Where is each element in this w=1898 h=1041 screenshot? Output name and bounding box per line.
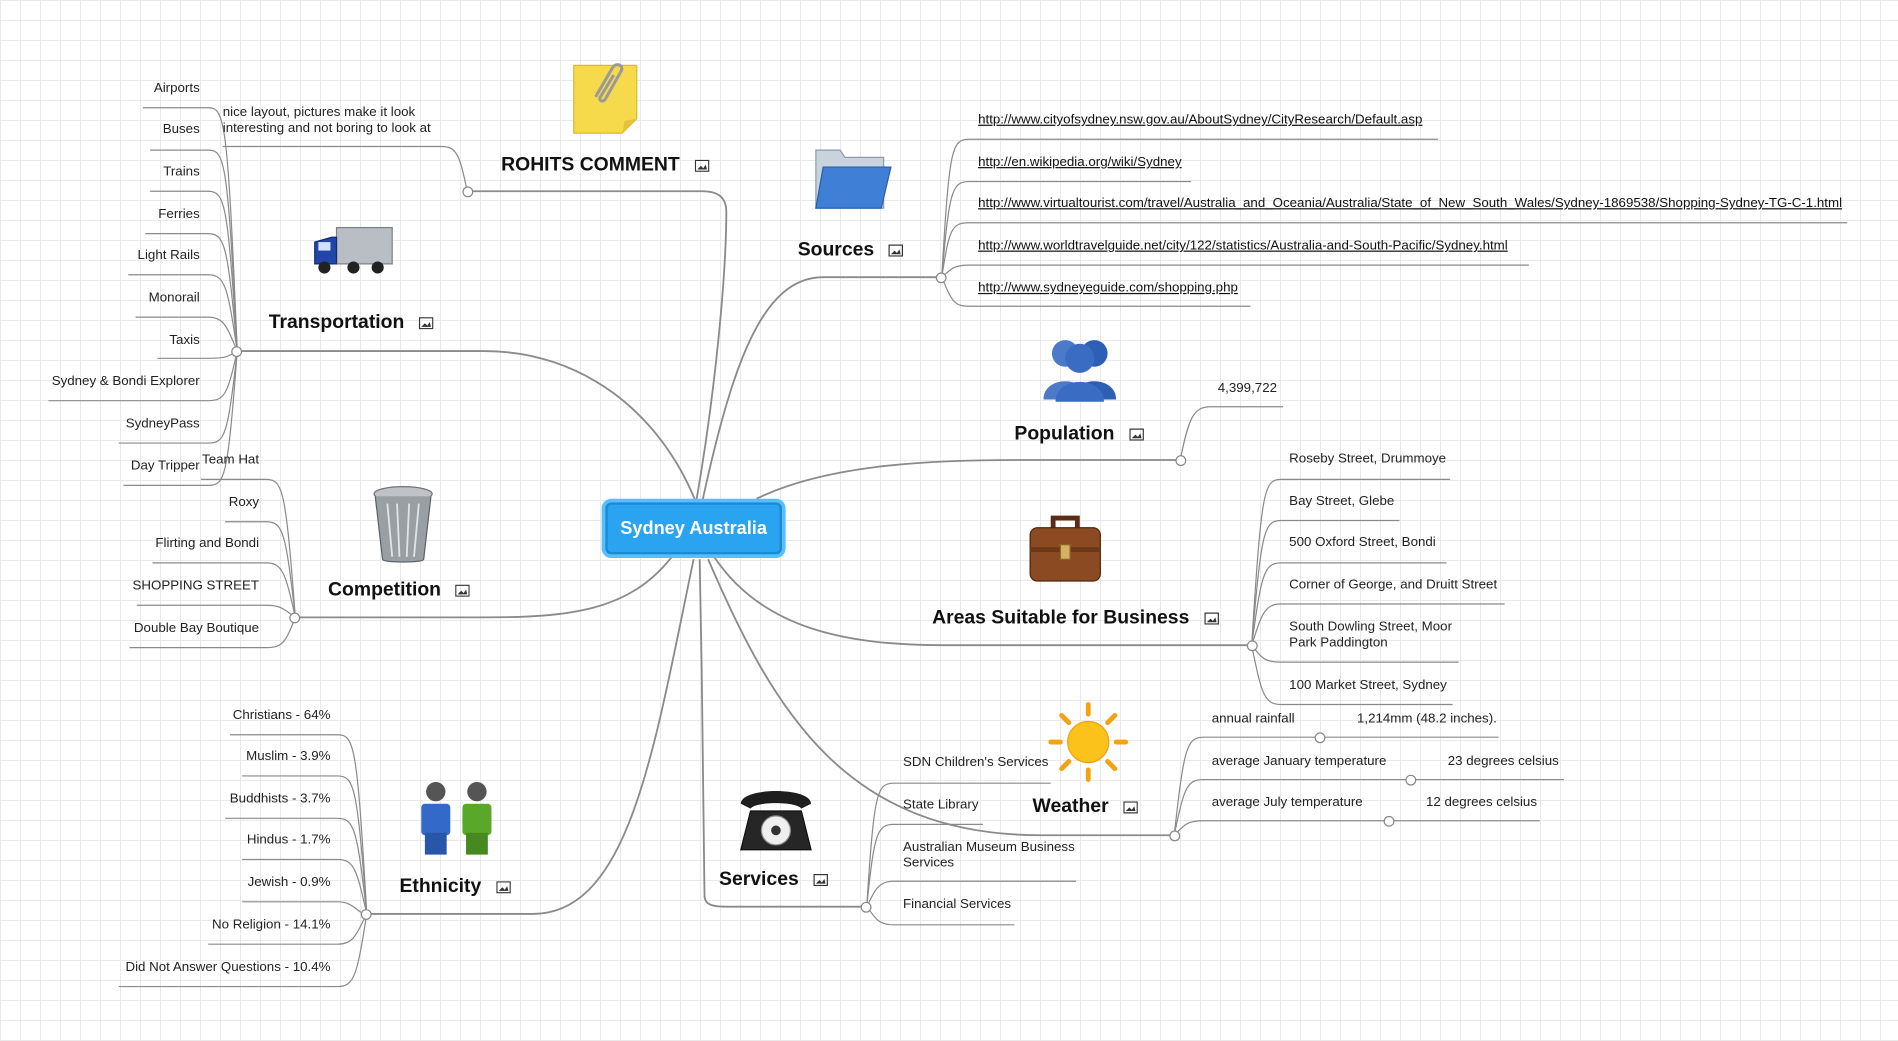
telephone-icon	[740, 791, 812, 851]
collapse-handle[interactable]	[935, 272, 947, 284]
link-services	[698, 559, 867, 908]
collapse-handle[interactable]	[1405, 774, 1417, 786]
collapse-handle[interactable]	[860, 901, 872, 913]
source-link[interactable]: http://www.sydneyeguide.com/shopping.php	[978, 280, 1238, 296]
competition-item[interactable]: Double Bay Boutique	[133, 620, 260, 636]
sun-icon	[1048, 702, 1129, 782]
topic-rohits-comment[interactable]: ROHITS COMMENT	[501, 155, 709, 177]
image-badge-icon	[418, 317, 434, 330]
topic-transportation[interactable]: Transportation	[269, 312, 434, 334]
topic-ethnicity[interactable]: Ethnicity	[399, 876, 511, 898]
image-badge-icon	[888, 244, 904, 257]
ethnicity-item[interactable]: Did Not Answer Questions - 10.4%	[125, 959, 331, 975]
weather-value[interactable]: 1,214mm (48.2 inches).	[1356, 711, 1497, 727]
image-badge-icon	[1123, 801, 1138, 814]
competition-item[interactable]: Roxy	[228, 495, 260, 510]
topic-population[interactable]: Population	[1014, 424, 1144, 446]
topic-weather[interactable]: Weather	[1033, 797, 1138, 819]
business-item[interactable]: Bay Street, Glebe	[1289, 493, 1395, 509]
transport-item[interactable]: Sydney & Bondi Explorer	[51, 374, 200, 389]
weather-value[interactable]: 12 degrees celsius	[1425, 795, 1538, 810]
people-icon	[1043, 340, 1117, 402]
services-item[interactable]: Financial Services	[903, 896, 1012, 912]
collapse-handle[interactable]	[462, 186, 474, 198]
topic-areas-suitable-for-business[interactable]: Areas Suitable for Business	[932, 608, 1219, 630]
collapse-handle[interactable]	[1175, 455, 1187, 467]
weather-label[interactable]: average January temperature	[1211, 754, 1387, 769]
transport-item[interactable]: Monorail	[148, 290, 200, 306]
image-badge-icon	[455, 584, 471, 597]
topic-services[interactable]: Services	[719, 869, 828, 891]
image-badge-icon	[813, 873, 828, 887]
paperclip-note-icon	[573, 63, 638, 134]
source-link[interactable]: http://en.wikipedia.org/wiki/Sydney	[978, 154, 1182, 170]
ethnicity-item[interactable]: Muslim - 3.9%	[246, 749, 331, 764]
transport-item[interactable]: Trains	[163, 164, 200, 180]
central-topic[interactable]: Sydney Australia	[601, 498, 786, 559]
link-competition	[295, 556, 673, 619]
collapse-handle[interactable]	[1246, 640, 1258, 652]
competition-item[interactable]: Team Hat	[202, 452, 260, 468]
link-sources	[701, 276, 942, 503]
source-link[interactable]: http://www.cityofsydney.nsw.gov.au/About…	[978, 112, 1423, 128]
image-badge-icon	[1203, 612, 1219, 625]
business-item[interactable]: 100 Market Street, Sydney	[1289, 677, 1447, 693]
ethnicity-item[interactable]: Christians - 64%	[232, 708, 331, 723]
topic-sources[interactable]: Sources	[798, 240, 904, 262]
transport-item[interactable]: Day Tripper	[130, 458, 200, 474]
image-badge-icon	[1128, 428, 1144, 441]
business-item[interactable]: 500 Oxford Street, Bondi	[1289, 535, 1436, 550]
link-business	[713, 556, 1252, 647]
link-ethnicity	[366, 559, 695, 915]
ethnicity-item[interactable]: No Religion - 14.1%	[212, 917, 331, 933]
transport-item[interactable]: Ferries	[158, 206, 200, 222]
competition-item[interactable]: SHOPPING STREET	[132, 578, 260, 594]
collapse-handle[interactable]	[1169, 830, 1181, 842]
services-item[interactable]: State Library	[903, 797, 979, 813]
collapse-handle[interactable]	[360, 909, 372, 920]
services-item[interactable]: SDN Children's Services	[903, 755, 1049, 770]
transport-item[interactable]: SydneyPass	[125, 416, 200, 431]
link-weather	[707, 558, 1175, 837]
weather-label[interactable]: average July temperature	[1211, 795, 1363, 810]
business-item[interactable]: Corner of George, and Druitt Street	[1289, 577, 1498, 592]
collapse-handle[interactable]	[289, 612, 301, 624]
transport-item[interactable]: Buses	[162, 122, 200, 137]
transport-item[interactable]: Taxis	[169, 332, 200, 348]
link-transport	[237, 350, 697, 503]
image-badge-icon	[694, 159, 709, 172]
transport-item[interactable]: Light Rails	[137, 248, 200, 263]
weather-label[interactable]: annual rainfall	[1211, 711, 1295, 727]
weather-value[interactable]: 23 degrees celsius	[1447, 754, 1559, 769]
truck-icon	[314, 226, 393, 274]
briefcase-icon	[1029, 515, 1101, 582]
trash-can-icon	[373, 486, 433, 563]
competition-item[interactable]: Flirting and Bondi	[155, 536, 260, 551]
collapse-handle[interactable]	[231, 346, 243, 358]
population-value[interactable]: 4,399,722	[1217, 381, 1278, 396]
source-link[interactable]: http://www.worldtravelguide.net/city/122…	[978, 238, 1508, 253]
rohit-note: nice layout, pictures make it look inter…	[222, 105, 431, 136]
folder-icon	[815, 149, 892, 209]
business-item[interactable]: Roseby Street, Drummoye	[1289, 451, 1447, 467]
business-item[interactable]: South Dowling Street, Moor Park Paddingt…	[1289, 619, 1453, 651]
collapse-handle[interactable]	[1383, 815, 1395, 827]
two-people-icon	[421, 781, 492, 855]
transport-item[interactable]: Airports	[153, 81, 200, 96]
collapse-handle[interactable]	[1314, 732, 1326, 744]
ethnicity-item[interactable]: Jewish - 0.9%	[247, 875, 331, 890]
link-rohit	[472, 190, 728, 503]
ethnicity-item[interactable]: Hindus - 1.7%	[246, 832, 331, 848]
ethnicity-item[interactable]: Buddhists - 3.7%	[229, 791, 331, 807]
services-item[interactable]: Australian Museum Business Services	[903, 840, 1075, 871]
topic-competition[interactable]: Competition	[328, 580, 471, 602]
image-badge-icon	[495, 881, 511, 894]
link-population	[756, 459, 1181, 500]
source-link[interactable]: http://www.virtualtourist.com/travel/Aus…	[978, 196, 1843, 211]
